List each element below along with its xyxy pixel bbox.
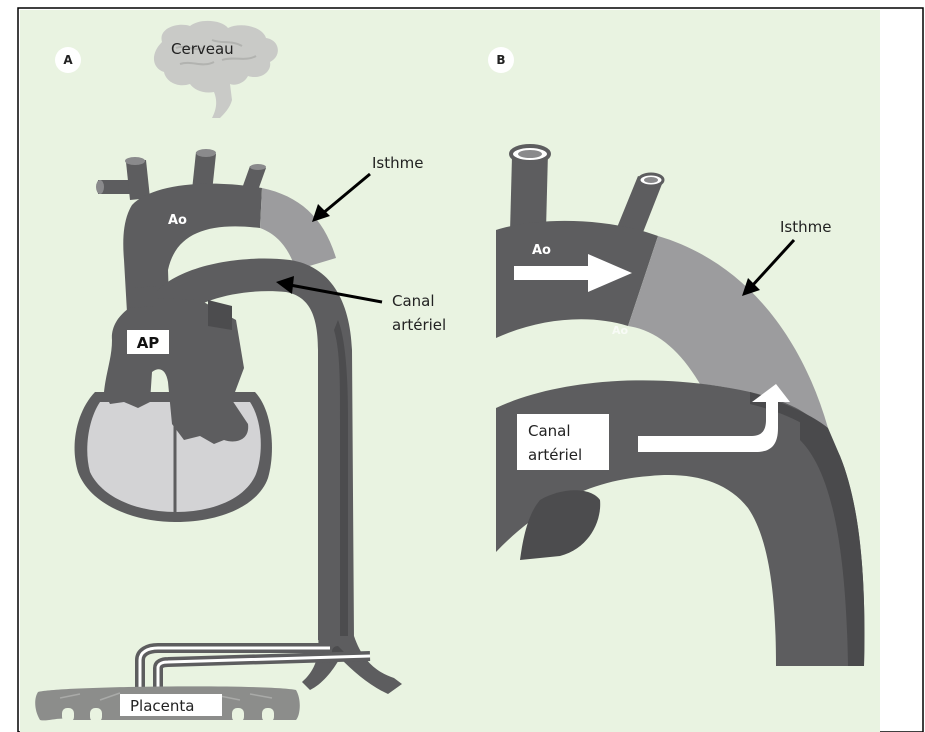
ductus-label-a-line2: artériel — [392, 316, 446, 334]
aorta-label-b: Ao — [532, 243, 551, 258]
ductus-label-b-line2: artériel — [528, 446, 582, 464]
aorta-faint-label-b: Ao — [612, 324, 629, 337]
panel-a-letter: A — [63, 53, 73, 67]
ductus-label-a-line1: Canal — [392, 292, 435, 310]
aorta-label-a: Ao — [168, 213, 187, 228]
placenta-label: Placenta — [130, 697, 194, 715]
panel-b-letter: B — [496, 53, 505, 67]
isthmus-label-b: Isthme — [780, 218, 831, 236]
brain-label: Cerveau — [171, 40, 234, 58]
ductus-label-b-line1: Canal — [528, 422, 571, 440]
pulmonary-artery-label: AP — [137, 334, 160, 352]
isthmus-label-a: Isthme — [372, 154, 423, 172]
